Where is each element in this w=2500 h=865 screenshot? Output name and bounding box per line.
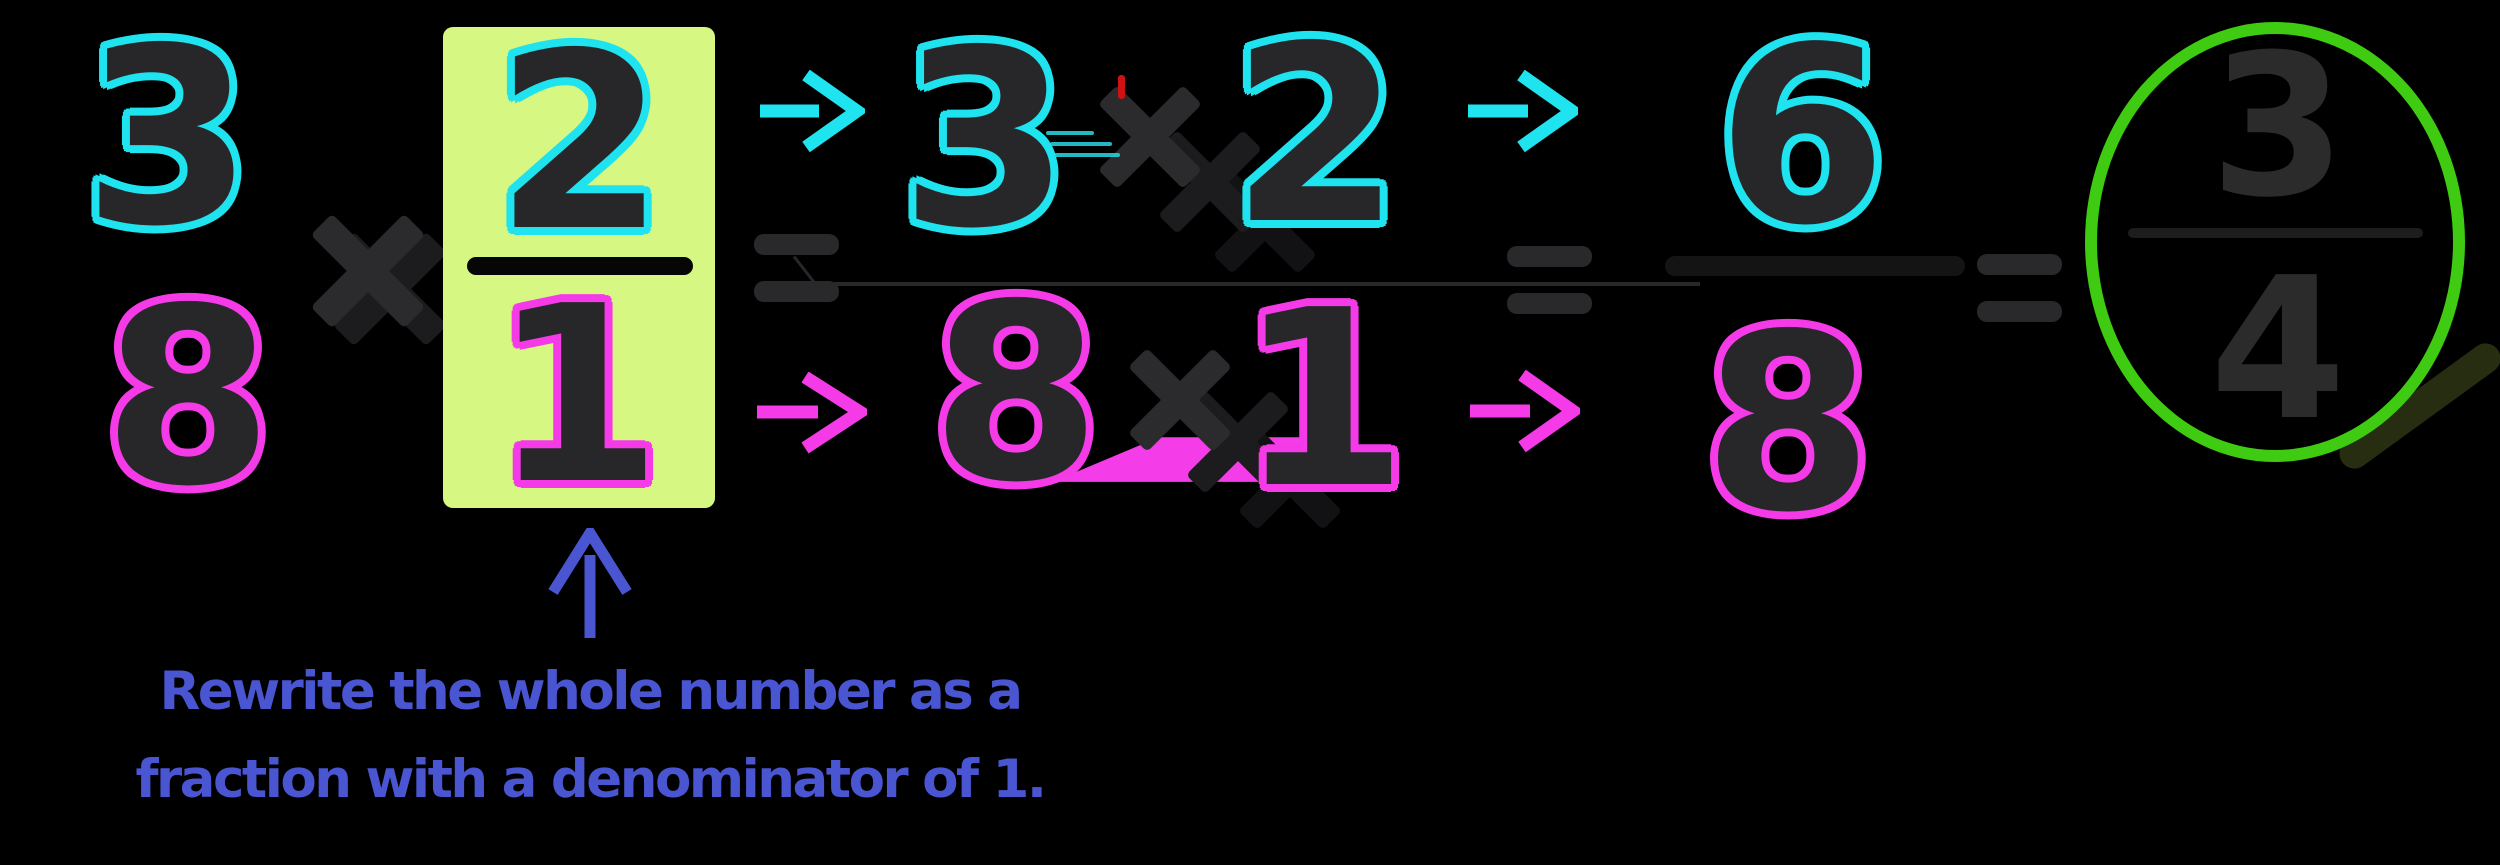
- annotation-line2: fraction with a denominator of 1.: [135, 749, 1047, 810]
- arrow-right-bottom-icon: [757, 372, 867, 454]
- cyan-streak-artifact: [1050, 142, 1112, 146]
- intermediate-numerator: 6: [1717, 0, 1887, 279]
- product-fraction-bar: [812, 282, 1700, 286]
- final-numerator: 3: [2209, 13, 2347, 241]
- fraction2-denominator: 1: [492, 254, 662, 538]
- final-denominator: 4: [2209, 236, 2347, 464]
- fraction1-numerator: 3: [83, 0, 253, 280]
- intermediate-fraction-bar: [1665, 256, 1965, 276]
- annotation-line1: Rewrite the whole number as a: [159, 661, 1023, 722]
- intermediate-denominator: 8: [1703, 282, 1873, 566]
- fraction2-numerator: 2: [495, 1, 665, 285]
- arrow-right-bottom2-icon: [1470, 370, 1580, 453]
- arrow-right-top2-icon: [1468, 70, 1578, 153]
- final-fraction-bar: [2128, 228, 2423, 238]
- numerator-product-right: 2: [1231, 0, 1401, 278]
- red-mark-artifact: [1118, 75, 1125, 99]
- numerator-product-left: 3: [900, 0, 1070, 282]
- times-icon: [310, 213, 426, 329]
- denominator-product-right: 1: [1238, 258, 1408, 542]
- arrow-right-top-icon: [760, 70, 865, 153]
- times-icon-numerator: [1098, 85, 1202, 189]
- arrow-up-icon: [548, 528, 632, 638]
- fraction2-bar: [467, 257, 693, 275]
- cyan-streak-artifact: [1046, 131, 1094, 135]
- times-icon-denominator: [1128, 348, 1232, 452]
- annotation-caption: Rewrite the whole number as a fraction w…: [0, 648, 1180, 824]
- fraction1-denominator: 8: [103, 256, 273, 540]
- cyan-streak-artifact: [1054, 153, 1120, 157]
